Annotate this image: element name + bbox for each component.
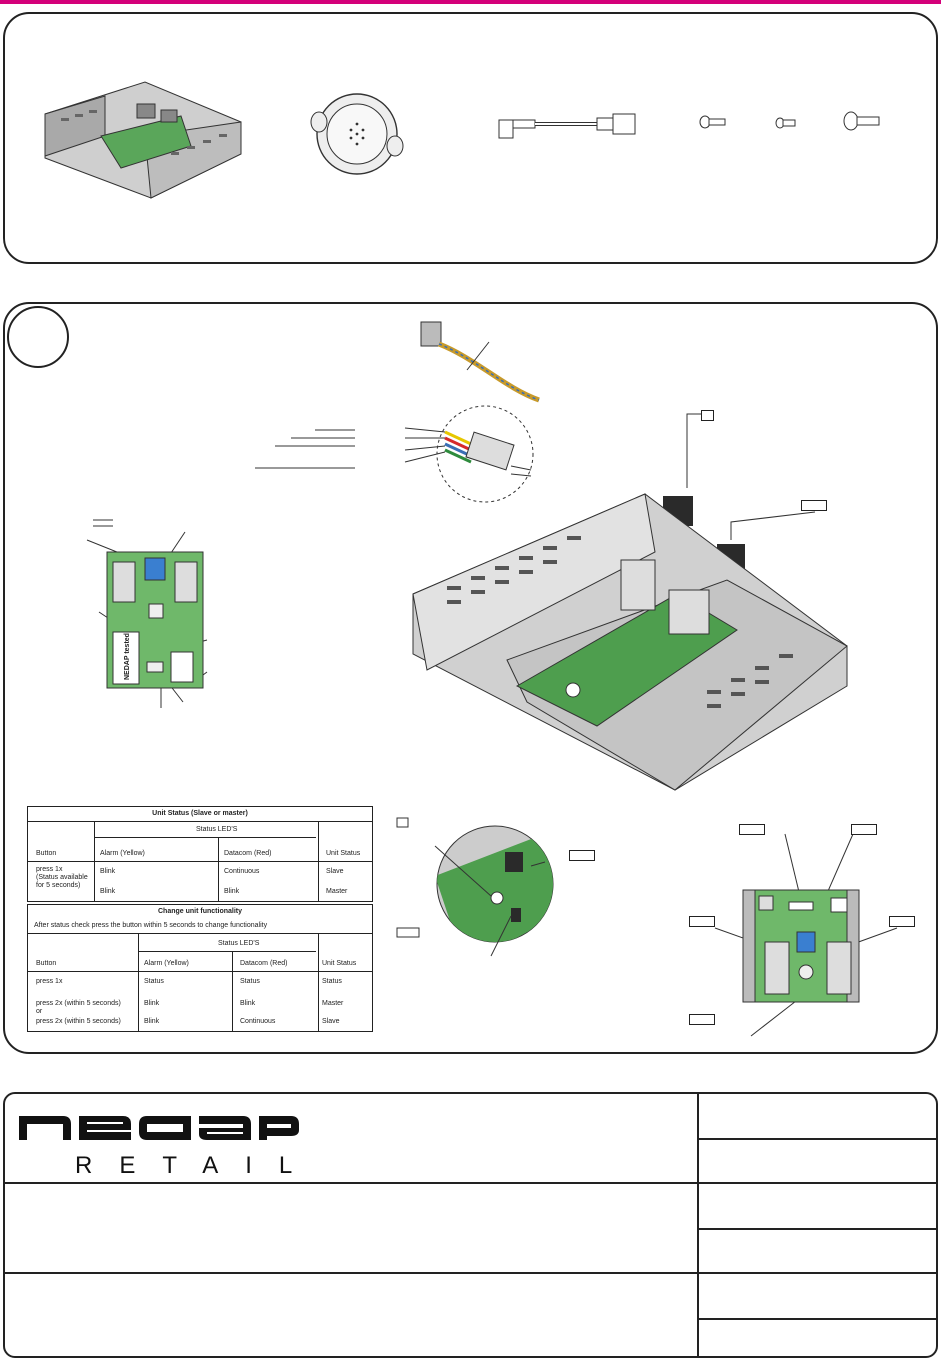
status-leds-header-2: Status LED'S — [218, 940, 260, 947]
col-datacom: Datacom (Red) — [224, 850, 272, 857]
title-block: nedap RETAIL — [3, 1092, 938, 1358]
unit-status-table: Unit Status (Slave or master) Status LED… — [27, 806, 373, 902]
row1-button-note: (Status available — [36, 874, 88, 881]
control-unit-illustration — [44, 81, 242, 199]
reference-box — [689, 1014, 715, 1025]
screw-small-illustration — [699, 115, 726, 129]
row1-status: Slave — [326, 868, 344, 875]
status-leds-header: Status LED'S — [196, 826, 238, 833]
reference-box — [689, 916, 715, 927]
fn-row1-alarm: Status — [144, 978, 164, 985]
fn-row1-datacom: Status — [240, 978, 260, 985]
unit-status-table-title: Unit Status (Slave or master) — [152, 810, 248, 817]
fn-row2-button: press 2x (within 5 seconds) — [36, 1000, 121, 1007]
brand-subtitle: RETAIL — [75, 1152, 320, 1179]
col-button-2: Button — [36, 960, 57, 967]
col-unit-status-2: Unit Status — [322, 960, 357, 967]
board-tested-sticker: NEDAP tested — [124, 633, 131, 680]
row1-button-note2: for 5 seconds) — [36, 882, 81, 889]
col-button: Button — [36, 850, 57, 857]
parts-panel — [3, 12, 938, 264]
row1-alarm: Blink — [100, 868, 116, 875]
fn-row2-status: Master — [322, 1000, 344, 1007]
nedap-logo: nedap — [19, 1116, 299, 1140]
col-alarm: Alarm (Yellow) — [100, 850, 145, 857]
col-alarm-2: Alarm (Yellow) — [144, 960, 189, 967]
col-unit-status: Unit Status — [326, 850, 361, 857]
fn-row2-alarm: Blink — [144, 1000, 160, 1007]
connector-detail-illustration — [255, 405, 534, 503]
col-datacom-2: Datacom (Red) — [240, 960, 288, 967]
screw-large-illustration — [843, 111, 880, 131]
row2-status: Master — [326, 888, 348, 895]
ribbon-cable-illustration — [420, 321, 540, 403]
reference-box — [701, 410, 714, 421]
reference-box — [889, 916, 915, 927]
change-functionality-subtitle: After status check press the button with… — [34, 922, 268, 929]
fn-row3-status: Slave — [322, 1018, 340, 1025]
change-functionality-title: Change unit functionality — [158, 908, 242, 915]
speaker-illustration — [310, 93, 404, 175]
fn-row1-status: Status — [322, 978, 342, 985]
fn-row2-or: or — [36, 1008, 43, 1015]
fn-row3-button: press 2x (within 5 seconds) — [36, 1018, 121, 1025]
fn-row3-datacom: Continuous — [240, 1018, 276, 1025]
reference-box — [569, 850, 595, 861]
reference-box — [801, 500, 827, 511]
row2-datacom: Blink — [224, 888, 240, 895]
large-unit-illustration — [412, 493, 848, 791]
step-indicator-circle — [7, 306, 69, 368]
fn-row2-datacom: Blink — [240, 1000, 256, 1007]
fn-row1-button: press 1x — [36, 978, 63, 985]
front-view-illustration — [714, 833, 898, 1037]
row1-datacom: Continuous — [224, 868, 260, 875]
row2-alarm: Blink — [100, 888, 116, 895]
accent-top-bar — [0, 0, 941, 4]
fn-row3-alarm: Blink — [144, 1018, 160, 1025]
row1-button: press 1x — [36, 866, 63, 873]
board-top-view-illustration: NEDAP tested — [86, 519, 208, 708]
reference-box — [851, 824, 877, 835]
change-functionality-table: Change unit functionality After status c… — [27, 904, 373, 1032]
board-detail-circle-illustration — [396, 817, 554, 957]
screw-tiny-illustration — [775, 117, 796, 129]
installation-panel: NEDAP tested Unit Status (Slave or maste… — [3, 302, 938, 1054]
coax-cable-illustration — [498, 113, 636, 139]
reference-box — [739, 824, 765, 835]
